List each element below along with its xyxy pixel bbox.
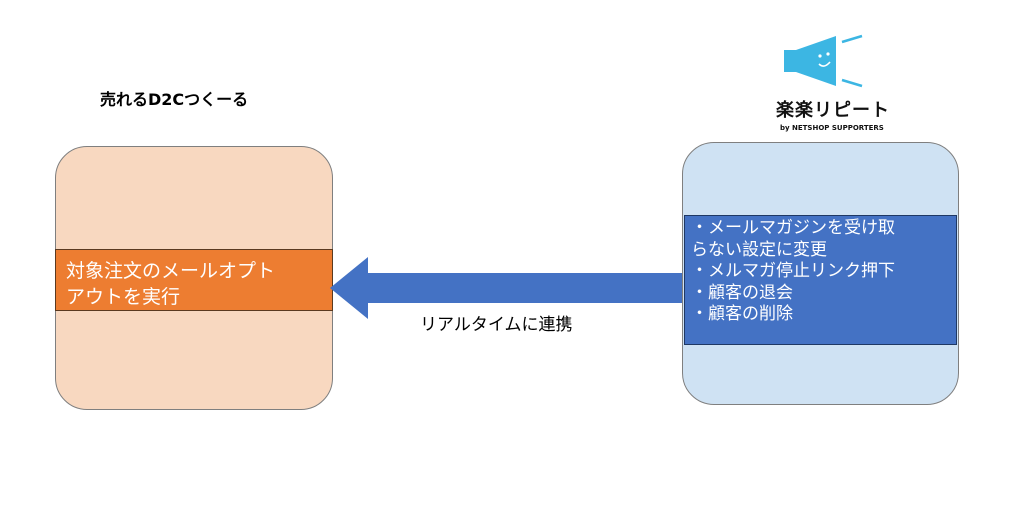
- trigger-line-3: ・メルマガ停止リンク押下: [691, 261, 895, 281]
- trigger-line-5: ・顧客の削除: [691, 304, 793, 324]
- left-arrow-shape: [330, 257, 686, 319]
- trigger-line-2: らない設定に変更: [691, 239, 827, 260]
- left-action-line-1: 対象注文のメールオプト: [66, 260, 276, 282]
- left-action-band: 対象注文のメールオプト アウトを実行: [55, 249, 333, 311]
- connector-label: リアルタイムに連携: [420, 315, 573, 335]
- trigger-line-4: ・顧客の退会: [691, 282, 793, 303]
- left-arrow: [330, 257, 686, 319]
- left-action-line-2: アウトを実行: [66, 286, 181, 308]
- megaphone-logo-icon: [784, 34, 863, 88]
- right-system-logo-name: 楽楽リピート: [776, 100, 890, 121]
- right-system-logo-subtitle: by NETSHOP SUPPORTERS: [780, 124, 884, 132]
- left-system-title: 売れるD2Cつくーる: [100, 90, 249, 109]
- right-trigger-panel: ・メールマガジンを受け取 らない設定に変更 ・メルマガ停止リンク押下 ・顧客の退…: [684, 215, 957, 345]
- trigger-line-1: ・メールマガジンを受け取: [691, 218, 895, 238]
